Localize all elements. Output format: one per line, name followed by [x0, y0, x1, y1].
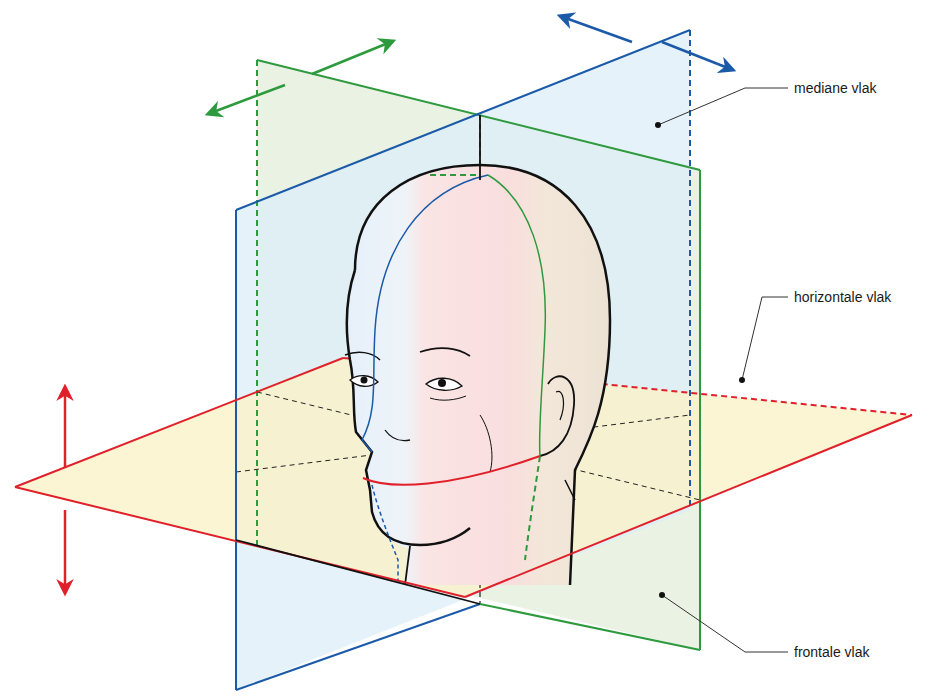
plane-label: frontale vlak [792, 644, 871, 660]
head-drawing [345, 165, 610, 585]
plane-label: horizontale vlak [792, 289, 893, 305]
plane-label: mediane vlak [792, 80, 879, 96]
leader-lines [658, 88, 788, 652]
